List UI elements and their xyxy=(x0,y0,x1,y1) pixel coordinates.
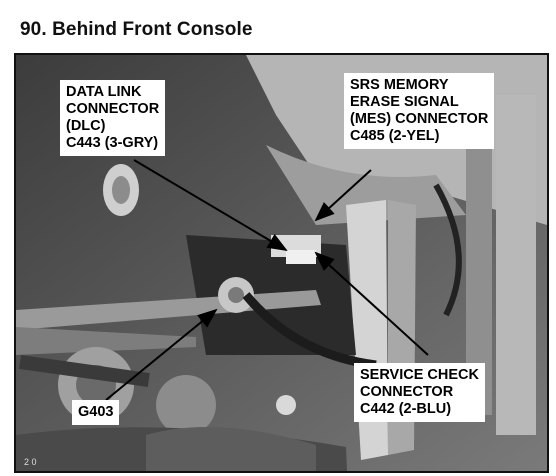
dlc-line-2: CONNECTOR xyxy=(66,101,160,117)
srs-line-2: ERASE SIGNAL xyxy=(350,94,459,110)
ground-label: G403 xyxy=(78,404,114,420)
console-photo: DATA LINK CONNECTOR (DLC) C443 (3-GRY) S… xyxy=(14,53,549,473)
srs-line-1: SRS MEMORY xyxy=(350,77,449,93)
srs-mes-callout: SRS MEMORY ERASE SIGNAL (MES) CONNECTOR … xyxy=(344,73,495,149)
srs-line-4: C485 (2-YEL) xyxy=(350,128,440,144)
dlc-line-4: C443 (3-GRY) xyxy=(66,135,159,151)
ground-callout: G403 xyxy=(72,400,120,425)
service-check-callout: SERVICE CHECK CONNECTOR C442 (2-BLU) xyxy=(354,363,485,422)
page-number: 2 0 xyxy=(24,457,37,467)
page-title: 90. Behind Front Console xyxy=(20,19,253,40)
dlc-callout: DATA LINK CONNECTOR (DLC) C443 (3-GRY) xyxy=(60,80,166,156)
dlc-line-1: DATA LINK xyxy=(66,84,142,100)
service-line-3: C442 (2-BLU) xyxy=(360,401,452,417)
dlc-line-3: (DLC) xyxy=(66,118,106,134)
service-line-1: SERVICE CHECK xyxy=(360,367,479,383)
srs-line-3: (MES) CONNECTOR xyxy=(350,111,489,127)
service-line-2: CONNECTOR xyxy=(360,384,454,400)
